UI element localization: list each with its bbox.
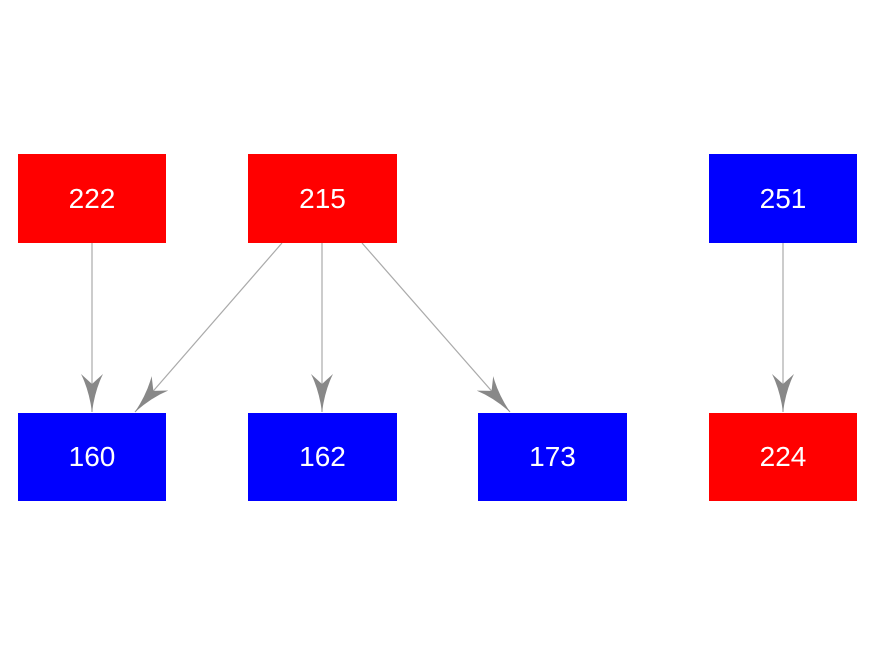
graph-edge-215-to-160 <box>134 242 283 413</box>
edge-group <box>81 242 794 413</box>
node-label: 162 <box>299 441 346 472</box>
node-label: 251 <box>759 182 807 214</box>
graph-node-162: 162 <box>248 413 397 501</box>
node-label: 173 <box>529 441 576 472</box>
node-label: 224 <box>759 441 807 472</box>
graph-node-160: 160 <box>18 413 166 501</box>
graph-node-215: 215 <box>248 154 397 243</box>
node-label: 222 <box>68 182 116 214</box>
graph-node-224: 224 <box>709 413 857 501</box>
node-label: 160 <box>68 441 116 472</box>
graph-node-173: 173 <box>478 413 627 501</box>
graph-node-222: 222 <box>18 154 166 243</box>
graph-node-251: 251 <box>709 154 857 243</box>
node-label: 215 <box>299 182 346 214</box>
graph-edge-215-to-173 <box>361 242 511 413</box>
